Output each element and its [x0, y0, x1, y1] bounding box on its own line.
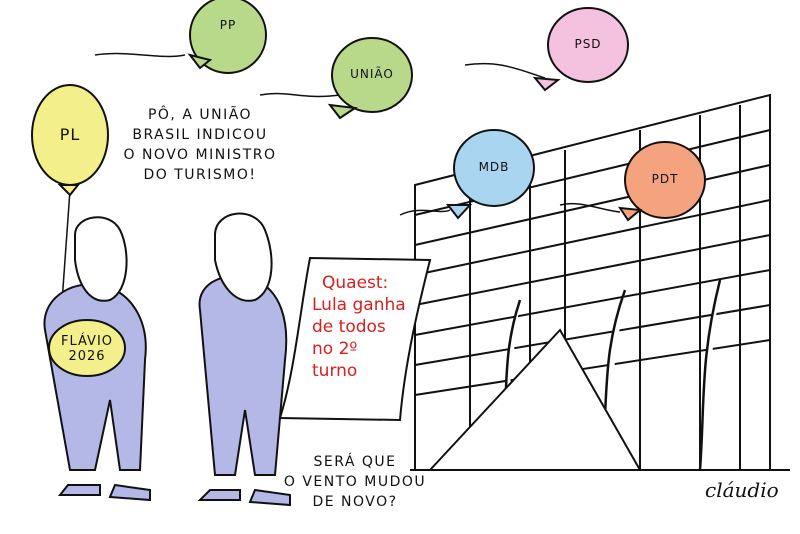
balloon-uniao-label: UNIÃO [350, 67, 394, 81]
poll-paper-text: Quaest: Lula ganha de todos no 2º turno [312, 273, 406, 381]
balloon-mdb-label: MDB [478, 160, 510, 174]
balloon-psd-label: PSD [574, 37, 602, 51]
balloon-pl-label: PL [59, 125, 81, 144]
left-character [43, 216, 151, 502]
balloons [31, 0, 706, 222]
right-character [197, 212, 291, 507]
balloon-pdt-label: PDT [651, 172, 679, 186]
speech-right: SERÁ QUE O VENTO MUDOU DE NOVO? [283, 454, 427, 510]
balloon-pp-label: PP [219, 18, 237, 32]
artist-signature: cláudio [705, 478, 779, 502]
flavio-2026-badge: FLÁVIO 2026 [60, 334, 114, 364]
poll-paper [278, 256, 432, 422]
speech-left: PÔ, A UNIÃO BRASIL INDICOU O NOVO MINIST… [123, 107, 277, 183]
